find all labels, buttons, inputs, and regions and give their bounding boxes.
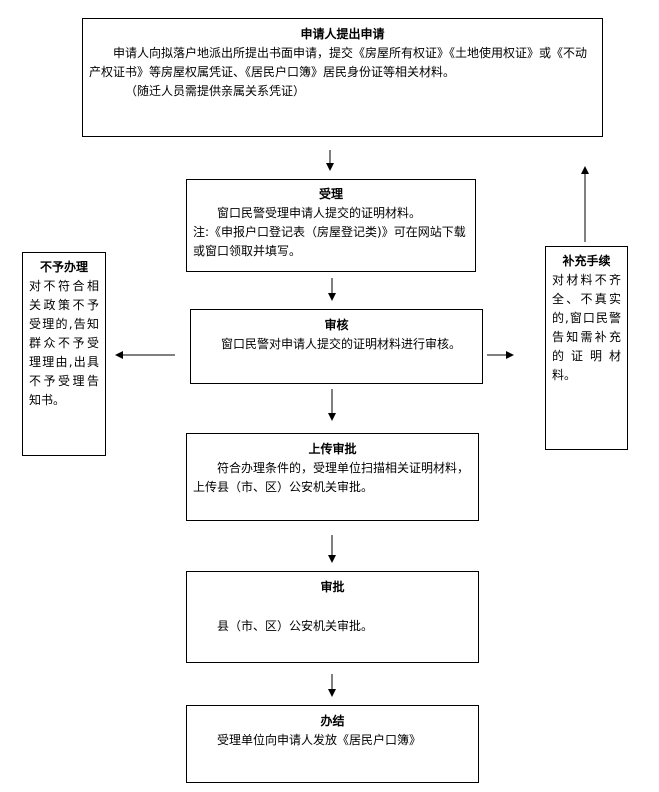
- step-apply-body: 申请人向拟落户地派出所提出书面申请，提交《房屋所有权证》《土地使用权证》或《不动…: [89, 46, 588, 79]
- step-approve-body: 县（市、区）公安机关审批。: [217, 619, 374, 633]
- step-apply-box: 申请人提出申请 申请人向拟落户地派出所提出书面申请，提交《房屋所有权证》《土地使…: [82, 18, 603, 137]
- step-approve-box: 审批 县（市、区）公安机关审批。: [186, 571, 479, 663]
- step-upload-body: 符合办理条件的，受理单位扫描相关证明材料，上传县（市、区）公安机关审批。: [193, 461, 470, 494]
- step-review-title: 审核: [324, 318, 349, 332]
- branch-reject-title: 不予办理: [39, 260, 88, 274]
- branch-reject-box: 不予办理 对不符合相关政策不予受理的,告知群众不予受理理由,出具不予受理告知书。: [22, 252, 106, 456]
- step-apply-title: 申请人提出申请: [300, 27, 385, 41]
- branch-supplement-title: 补充手续: [562, 254, 611, 268]
- step-approve-title: 审批: [320, 580, 345, 594]
- branch-supplement-body: 对材料不齐全、不真实的,窗口民警告知需补充的证明材料。: [552, 273, 621, 382]
- step-complete-box: 办结 受理单位向申请人发放《居民户口簿》: [186, 705, 479, 783]
- step-upload-title: 上传审批: [308, 442, 357, 456]
- branch-supplement-box: 补充手续 对材料不齐全、不真实的,窗口民警告知需补充的证明材料。: [545, 246, 628, 450]
- step-accept-body: 窗口民警受理申请人提交的证明材料。: [217, 206, 422, 220]
- step-review-body: 窗口民警对申请人提交的证明材料进行审核。: [221, 337, 462, 351]
- branch-reject-body: 对不符合相关政策不予受理的,告知群众不予受理理由,出具不予受理告知书。: [29, 279, 99, 407]
- step-complete-title: 办结: [320, 714, 345, 728]
- step-apply-sub: （随迁人员需提供亲属关系凭证）: [125, 84, 306, 98]
- step-accept-note: 注:《申报户口登记表（房屋登记类)》可在网站下载或窗口领取并填写。: [193, 225, 466, 258]
- step-accept-title: 受理: [318, 187, 343, 201]
- step-accept-box: 受理 窗口民警受理申请人提交的证明材料。 注:《申报户口登记表（房屋登记类)》可…: [186, 179, 476, 272]
- step-review-box: 审核 窗口民警对申请人提交的证明材料进行审核。: [190, 309, 483, 384]
- step-complete-body: 受理单位向申请人发放《居民户口簿》: [217, 733, 422, 747]
- step-upload-box: 上传审批 符合办理条件的，受理单位扫描相关证明材料，上传县（市、区）公安机关审批…: [186, 433, 479, 521]
